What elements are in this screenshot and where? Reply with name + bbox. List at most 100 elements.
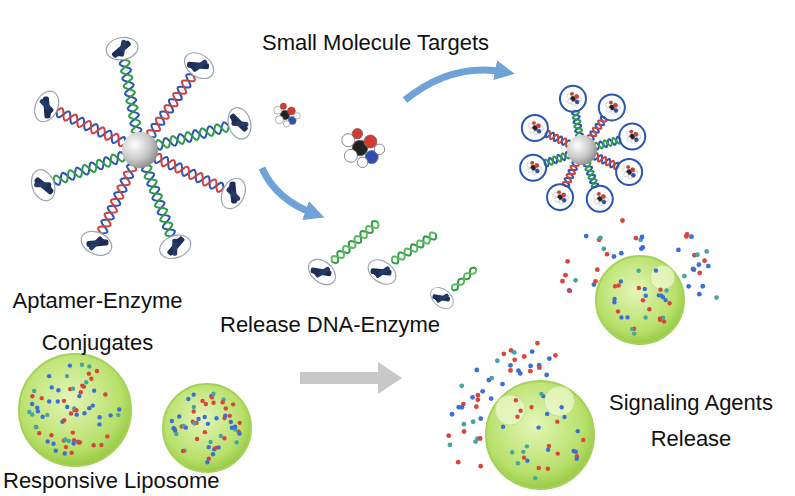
dna-strand <box>584 162 598 187</box>
released-signaling-agent <box>544 373 549 378</box>
atom <box>283 121 289 127</box>
signaling-agent <box>630 327 634 331</box>
liposome-membrane <box>163 384 251 472</box>
atom <box>601 194 606 199</box>
signaling-agent <box>69 451 73 455</box>
enzyme-body <box>114 52 124 58</box>
signaling-agent <box>87 364 91 368</box>
atom <box>357 157 367 167</box>
signaling-agent <box>575 456 579 460</box>
released-signaling-agent <box>560 279 565 284</box>
signaling-agent <box>99 443 103 447</box>
released-dna-enzyme <box>304 221 476 313</box>
enzyme-icon <box>217 174 250 212</box>
dna-strand <box>595 138 621 148</box>
dna-strand <box>594 153 618 169</box>
released-signaling-agent <box>471 419 476 424</box>
gold-nanoparticle <box>122 132 158 168</box>
liposome-membrane <box>596 256 684 344</box>
signaling-agent <box>71 386 75 390</box>
dna-strand <box>563 162 579 186</box>
signaling-agent <box>231 402 235 406</box>
signaling-agent <box>545 412 549 416</box>
aptamer-loop <box>616 159 642 185</box>
atom <box>536 124 541 129</box>
released-signaling-agent <box>459 383 464 388</box>
aptamer-loop <box>547 184 573 210</box>
atom <box>568 99 573 104</box>
signaling-agent <box>214 416 218 420</box>
enzyme-outline <box>304 254 341 290</box>
released-signaling-agent <box>480 389 485 394</box>
signaling-agent <box>181 449 185 453</box>
signaling-agent <box>204 402 208 406</box>
atom <box>570 92 574 96</box>
caption-label: Small Molecule Targets <box>262 30 489 56</box>
signaling-agent <box>186 397 190 401</box>
signaling-agent <box>537 466 541 470</box>
enzyme-outline <box>217 174 250 212</box>
signaling-agent <box>223 414 227 418</box>
liposome <box>163 384 251 472</box>
signaling-agent <box>91 443 95 447</box>
enzyme-body <box>229 113 249 133</box>
signaling-agent <box>84 380 88 384</box>
enzyme-body <box>111 40 132 59</box>
enzyme-icon <box>27 166 59 204</box>
enzyme-body <box>227 182 234 192</box>
signaling-agent <box>40 396 44 400</box>
signaling-agent <box>184 425 188 429</box>
signaling-agent <box>47 374 51 378</box>
released-signaling-agent <box>456 460 461 465</box>
signaling-agent <box>224 406 228 410</box>
signaling-agent <box>207 445 211 449</box>
atom <box>599 202 603 206</box>
released-signaling-agent <box>676 248 681 253</box>
released-signaling-agent <box>563 273 568 278</box>
atom <box>605 198 609 202</box>
released-signaling-agent <box>697 292 702 297</box>
released-signaling-agent <box>518 371 523 376</box>
dna-strand <box>54 155 125 183</box>
dna-strand <box>155 122 228 149</box>
enzyme-outline <box>180 47 219 83</box>
atom <box>530 161 534 165</box>
signaling-agent <box>71 430 75 434</box>
enzyme-outline <box>225 105 255 142</box>
released-signaling-agent <box>500 382 505 387</box>
signaling-agent <box>643 315 647 319</box>
target-bound-conjugate <box>520 86 645 212</box>
small-molecule <box>529 121 544 135</box>
caption-label: Responsive Liposome <box>3 469 219 493</box>
atom <box>532 121 536 125</box>
enzyme-icon <box>156 231 194 263</box>
signaling-agent <box>192 405 196 409</box>
liposome <box>19 354 131 466</box>
released-signaling-agent <box>478 464 483 469</box>
atom <box>617 106 621 110</box>
signaling-agent <box>214 446 218 450</box>
released-signaling-agent <box>593 279 598 284</box>
released-signaling-agent <box>704 249 709 254</box>
dna-strand <box>546 131 570 147</box>
signaling-agent <box>525 444 529 448</box>
released-signaling-agent <box>612 254 617 259</box>
released-signaling-agent <box>474 404 479 409</box>
aptamer-loop <box>560 86 586 112</box>
signaling-agent <box>616 309 620 313</box>
signaling-agent <box>37 431 41 435</box>
liposome <box>446 341 594 489</box>
atom <box>637 135 641 139</box>
atom <box>294 113 300 119</box>
membrane-pore <box>650 265 675 290</box>
signaling-agent <box>208 440 212 444</box>
signaling-agent <box>49 433 53 437</box>
released-signaling-agent <box>528 369 533 374</box>
aptamer-enzyme-conjugate <box>27 35 254 263</box>
released-signaling-agent <box>528 364 533 369</box>
atom <box>540 127 544 131</box>
dna-strand <box>54 152 125 185</box>
atom <box>594 199 599 204</box>
small-molecule <box>342 129 385 168</box>
